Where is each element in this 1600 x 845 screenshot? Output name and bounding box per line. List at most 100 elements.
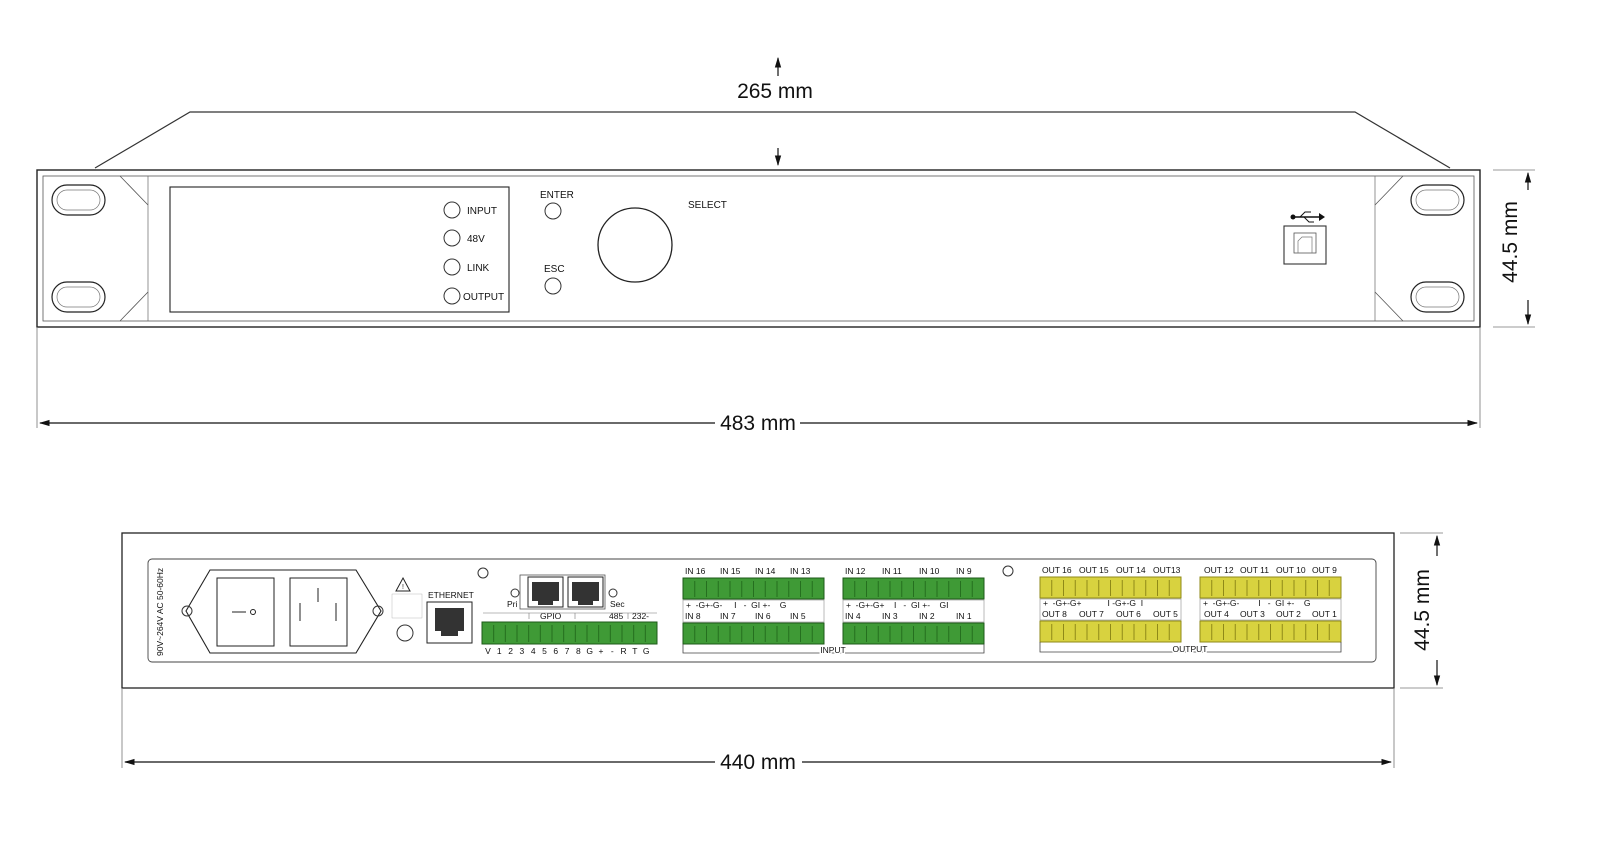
pin-legend-output-a: + -G+-G+ I -G+-G I [1043,598,1143,608]
rack-hole [51,281,106,313]
gpio-label: GPIO [540,611,562,621]
esc-button[interactable] [544,277,562,295]
output-channel-label: OUT 11 [1240,565,1269,575]
output-channel-label: OUT 2 [1276,609,1301,619]
output-channel-label: OUT 12 [1204,565,1234,575]
rs485-label: 485 [609,611,623,621]
input-channel-label: IN 4 [845,611,861,621]
depth-dimension-label: 265 mm [737,80,813,103]
input-channel-label: IN 2 [919,611,935,621]
ground-screw [396,624,414,642]
network-port-primary[interactable] [527,576,564,608]
input-block-label: INPUT [820,645,846,655]
pin-legend-output-b: + -G+-G- I - GI +- G [1203,598,1310,608]
gpio-terminal-block[interactable] [481,621,658,645]
indicator-led [443,287,461,305]
front-panel: INPUT 48V LINK OUTPUT ENTER ESC SELECT [36,111,1481,328]
input-channel-label: IN 7 [720,611,736,621]
gpio-pin-label: 2 [508,646,513,656]
input-channel-label: IN 11 [882,566,902,576]
primary-port-label: Pri [507,599,518,609]
input-section: + -G+-G- I - GI +- G + -G+-G+ I - GI +- … [682,566,985,657]
output-block-label: OUTPUT [1173,644,1208,654]
input-channel-label: IN 1 [956,611,972,621]
front-height-label: 44.5 mm [1499,201,1522,283]
output-channel-label: OUT 1 [1312,609,1337,619]
mount-screw [477,567,489,579]
input-channel-label: IN 8 [685,611,701,621]
pin-legend-input-b: + -G+-G+ I - GI +- GI [846,600,949,610]
rack-hole [1410,184,1465,216]
mount-screw [1002,565,1014,577]
front-width-label: 483 mm [720,412,796,435]
gpio-pin-label: 3 [520,646,525,656]
pin-legend-input-a: + -G+-G- I - GI +- G [686,600,786,610]
power-inlet-module [181,569,384,654]
network-port-secondary[interactable] [567,576,604,608]
input-channel-label: IN 13 [790,566,811,576]
output-channel-label: OUT 8 [1042,609,1067,619]
output-channel-label: OUT 15 [1079,565,1109,575]
rear-height-label: 44.5 mm [1411,569,1434,651]
output-channel-label: OUT 9 [1312,565,1337,575]
output-channel-label: OUT 7 [1079,609,1104,619]
gpio-pin-label: 8 [576,646,581,656]
esc-label: ESC [544,264,565,275]
input-channel-label: IN 9 [956,566,972,576]
input-channel-label: IN 5 [790,611,806,621]
usb-port[interactable] [1283,225,1327,265]
input-channel-label: IN 14 [755,566,776,576]
enter-label: ENTER [540,190,574,201]
output-channel-label: OUT13 [1153,565,1181,575]
ethernet-label: ETHERNET [428,590,474,600]
gpio-pin-label: 1 [497,646,502,656]
front-inner-frame [42,175,1475,322]
gpio-pin-label: + [599,646,604,656]
indicator-label-output: OUTPUT [463,292,504,303]
usb-icon [1290,211,1325,223]
gpio-pin-label: - [611,646,614,656]
indicator-group: INPUT 48V LINK OUTPUT [443,201,504,305]
rear-height-dimension: 44.5 mm [1400,532,1443,689]
rack-hole [51,184,106,216]
indicator-led [443,258,461,276]
gpio-pin-label: G [586,646,593,656]
gpio-pin-label: G [643,646,650,656]
enter-button[interactable] [544,202,562,220]
gpio-pin-label: T [632,646,637,656]
indicator-led [443,201,461,219]
svg-text:!: ! [402,584,404,591]
ethernet-port[interactable] [426,601,473,644]
indicator-led [443,229,461,247]
select-knob[interactable] [597,207,673,283]
warning-icon: ! [391,576,423,619]
rear-panel: 90V~264V AC 50-60Hz ! ETHERNET [121,532,1395,689]
rear-inner-frame [147,558,1377,663]
output-channel-label: OUT 16 [1042,565,1072,575]
indicator-label-48v: 48V [467,234,485,245]
output-channel-label: OUT 10 [1276,565,1306,575]
depth-dimension: 265 mm [737,56,813,167]
input-channel-label: IN 6 [755,611,771,621]
input-channel-label: IN 3 [882,611,898,621]
output-channel-label: OUT 14 [1116,565,1146,575]
front-width-dimension: 483 mm [36,327,1481,435]
rear-width-dimension: 440 mm [121,688,1395,774]
gpio-pin-label: 6 [553,646,558,656]
rs232-label: 232- [632,611,649,621]
output-channel-label: OUT 4 [1204,609,1229,619]
output-section: + -G+-G+ I -G+-G I + -G+-G- I - GI +- G … [1039,565,1342,656]
front-height-dimension: 44.5 mm [1493,169,1535,328]
gpio-pin-label: 7 [565,646,570,656]
output-channel-label: OUT 3 [1240,609,1265,619]
indicator-label-input: INPUT [467,206,497,217]
gpio-pin-label: R [621,646,627,656]
rear-width-label: 440 mm [720,751,796,774]
output-channel-label: OUT 6 [1116,609,1141,619]
chassis-top-outline [94,111,1451,169]
power-rating-label: 90V~264V AC 50-60Hz [155,568,165,656]
secondary-port-label: Sec [610,599,625,609]
rack-hole [1410,281,1465,313]
